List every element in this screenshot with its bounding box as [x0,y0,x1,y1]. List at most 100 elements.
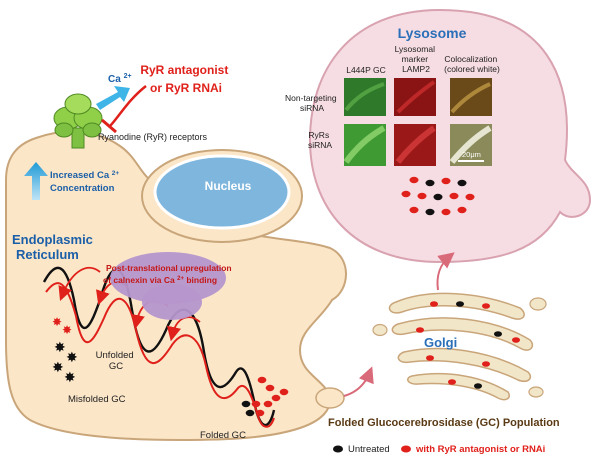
ryr-stalk [71,127,85,149]
gc-dot-treated [441,177,451,185]
golgi-vesicle [529,297,547,311]
lysosome-gc-dots [401,176,475,216]
gc-dot-treated [482,361,490,367]
misfolded-star: ✸ [54,339,66,355]
ryr-lobe [64,93,92,115]
er-label: Endoplasmic Reticulum [12,232,97,262]
gc-dot-treated [465,193,475,201]
misfolded-gc-symbols-treated: ✸ ✸ [52,315,72,337]
ryr-lobe [82,122,102,138]
cell-texture [396,80,436,114]
golgi-label: Golgi [424,335,457,350]
scale-bar-label: 20μm [462,150,481,159]
callout-text: Post-translational upregulation of calne… [103,263,234,285]
misfolded-star: ✸ [52,359,64,375]
folded-gc-cluster [241,376,289,417]
cell-texture [395,125,436,164]
gc-dot-treated [263,400,273,408]
gc-dot-treated [416,327,424,333]
gc-dot-treated [417,192,427,200]
gc-dot-treated [279,388,289,396]
increased-calcium-label: Increased Ca 2+ Concentration [50,167,122,194]
gc-dot-treated [482,303,490,309]
legend-swatch-treated [401,445,411,453]
golgi-cisterna [388,292,525,320]
gc-dot-untreated [457,179,467,187]
gc-dot-treated [255,409,265,417]
golgi-cisterna [391,317,534,351]
legend-label-untreated: Untreated [348,444,390,455]
gc-dot-treated [441,208,451,216]
ryr-receptors-label: Ryanodine (RyR) receptors [98,132,208,142]
misfolded-gc-label: Misfolded GC [68,394,126,405]
gc-dot-treated [401,190,411,198]
calcium-increase-indicator: Increased Ca 2+ Concentration [24,162,122,200]
gc-dot-treated [449,192,459,200]
gc-dot-untreated [425,179,435,187]
misfolded-star: ✸ [66,349,78,365]
up-arrow-icon [24,162,48,200]
gc-dot-treated [409,206,419,214]
col-header-l444p: L444P GC [346,65,386,75]
ryr-channel [53,93,103,149]
cell-texture [344,82,385,112]
er-to-golgi-arrow [343,366,374,397]
calcium-label: Ca 2+ [108,73,132,85]
misfolded-star-red: ✸ [52,315,62,329]
col-header-colocalization: Colocalization (colored white) [444,54,500,74]
gc-dot-untreated [433,193,443,201]
gc-dot-treated [426,355,434,361]
untreated-folding-curve [42,266,276,427]
gc-dot-treated [265,384,275,392]
golgi-to-lysosome-arrow [436,252,455,291]
inhibition-bar [101,118,117,134]
gc-dot-untreated [456,301,464,307]
col-header-lamp2: Lysosomal marker LAMP2 [395,44,438,74]
unfolded-gc-label: Unfolded GC [96,350,137,372]
golgi-vesicle [372,323,388,337]
legend-swatch-untreated [333,445,343,453]
golgi-apparatus: Golgi [372,292,547,401]
gc-dot-treated [257,376,267,384]
calnexin-callout: Post-translational upregulation of calne… [103,252,234,320]
cell-texture [449,125,492,164]
legend-label-treated: with RyR antagonist or RNAi [415,444,545,455]
folded-gc-label: Folded GC [200,430,246,441]
row-header-non-targeting: Non-targeting siRNA [285,93,339,113]
gc-dot-treated [457,206,467,214]
gc-dot-treated [512,337,520,343]
golgi-vesicle [528,386,544,398]
gc-dot-treated [409,176,419,184]
nucleus [153,154,291,230]
misfolded-gc-symbols: ✸ ✸ ✸ ✸ [52,339,78,385]
inhibition-line [109,85,147,127]
nucleus-label: Nucleus [205,179,252,193]
cell-texture [450,82,491,114]
gc-dot-treated [251,400,261,408]
calcium-release-arrow-icon [96,86,130,110]
cell-texture [343,125,386,164]
nucleus-group: Nucleus [141,149,303,243]
legend-title: Folded Glucocerebrosidase (GC) Populatio… [328,417,560,429]
er-exit-vesicle [315,387,345,409]
micrograph-grid: 20μm [343,78,492,166]
golgi-cisterna [407,372,510,401]
gc-dot-untreated [474,383,482,389]
row-header-ryrs: RyRs siRNA [308,130,332,150]
misfolded-star: ✸ [64,369,76,385]
ryr-lobe [54,122,74,138]
folding-arrow [58,266,101,302]
callout-blob [142,284,202,320]
lysosome-title: Lysosome [398,25,467,41]
gc-dot-untreated [425,208,435,216]
legend: Folded Glucocerebrosidase (GC) Populatio… [328,417,560,455]
micrograph-row-headers: Non-targeting siRNA RyRs siRNA [285,93,339,150]
misfolded-star-red: ✸ [62,323,72,337]
ryr-antagonist-label: RyR antagonist or RyR RNAi [140,63,231,95]
treated-folding-curve [45,282,275,428]
gc-dot-untreated [494,331,502,337]
gc-dot-treated [271,394,281,402]
gc-dot-untreated [241,400,251,408]
